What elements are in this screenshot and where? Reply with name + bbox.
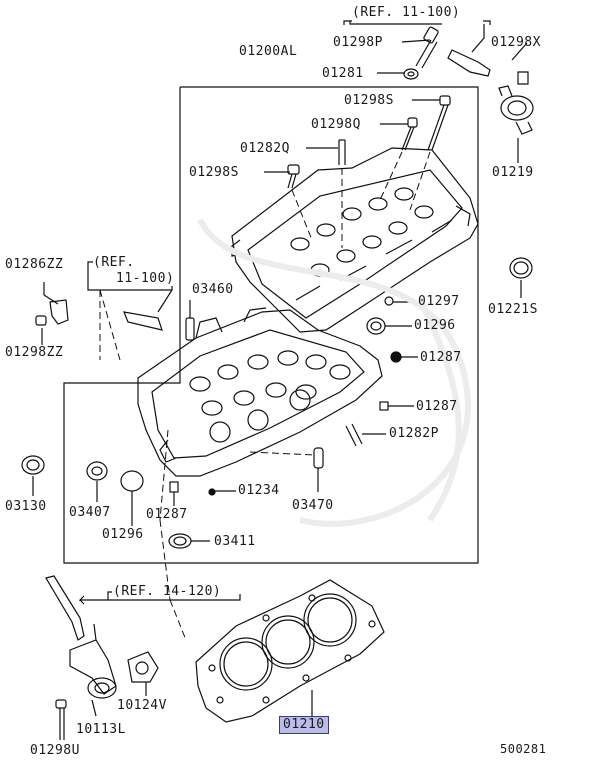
bolt-01298U — [55, 699, 67, 740]
part-label-01200AL[interactable]: 01200AL — [239, 44, 298, 59]
part-label-01298P[interactable]: 01298P — [333, 35, 383, 50]
seal-01221S — [509, 257, 533, 298]
cup-01296-bottom — [120, 470, 144, 526]
plug-01234 — [208, 488, 216, 496]
part-label-01298S-left[interactable]: 01298S — [189, 165, 239, 180]
part-label-10113L[interactable]: 10113L — [76, 722, 126, 737]
bolt-01298S-top — [427, 95, 451, 151]
part-label-03470[interactable]: 03470 — [292, 498, 334, 513]
bolt-01298P — [415, 26, 439, 69]
part-label-01210-highlighted[interactable]: 01210 — [279, 716, 329, 734]
ref-11-100-left-line2[interactable]: 11-100) — [116, 271, 175, 286]
part-label-01287-right[interactable]: 01287 — [420, 350, 462, 365]
gasket-10124V — [127, 651, 159, 696]
cylinder-head-lower — [137, 307, 383, 477]
ref-11-100-left-line1[interactable]: (REF. — [93, 255, 135, 270]
part-label-01281[interactable]: 01281 — [322, 66, 364, 81]
part-label-03407[interactable]: 03407 — [69, 505, 111, 520]
cup-01296-right — [366, 317, 386, 335]
part-label-03460[interactable]: 03460 — [192, 282, 234, 297]
part-label-03130[interactable]: 03130 — [5, 499, 47, 514]
bracket-01219 — [498, 85, 534, 135]
part-label-01297[interactable]: 01297 — [418, 294, 460, 309]
part-label-01296-right[interactable]: 01296 — [414, 318, 456, 333]
bracket-01286ZZ — [43, 282, 69, 325]
part-label-01286ZZ[interactable]: 01286ZZ — [5, 257, 64, 272]
part-label-01287-bottom[interactable]: 01287 — [146, 507, 188, 522]
plug-01287-bottom — [169, 481, 179, 493]
part-label-01219[interactable]: 01219 — [492, 165, 534, 180]
ref-11-100-top[interactable]: (REF. 11-100) — [352, 5, 461, 20]
part-label-01298S-top[interactable]: 01298S — [344, 93, 394, 108]
part-label-01282Q[interactable]: 01282Q — [240, 141, 290, 156]
part-label-01296-bottom[interactable]: 01296 — [102, 527, 144, 542]
part-label-01298Q[interactable]: 01298Q — [311, 117, 361, 132]
part-label-01287-mid[interactable]: 01287 — [416, 399, 458, 414]
plug-01287-mid — [379, 401, 389, 411]
ref-bracket-left — [87, 261, 173, 291]
watermark — [197, 218, 471, 527]
diagram-number: 500281 — [500, 742, 547, 756]
sensor-01298X-area — [447, 49, 491, 77]
seal-03407 — [86, 461, 108, 502]
part-label-01221S[interactable]: 01221S — [488, 302, 538, 317]
ref-arrow-top-right — [471, 24, 485, 53]
part-label-01298X[interactable]: 01298X — [491, 35, 541, 50]
seal-03130 — [21, 455, 45, 496]
part-label-01298U[interactable]: 01298U — [30, 743, 80, 758]
dowel-03470 — [313, 447, 324, 492]
stud-01282P — [345, 423, 386, 447]
washer-01281 — [403, 68, 419, 80]
ref-arrow-top-left — [349, 21, 442, 25]
ref-bracket-bottom — [78, 591, 241, 605]
plug-01297 — [384, 296, 394, 306]
bolt-01298Q — [401, 117, 418, 151]
plug-01287-right — [390, 351, 402, 363]
part-label-10124V[interactable]: 10124V — [117, 698, 167, 713]
part-label-01234[interactable]: 01234 — [238, 483, 280, 498]
head-gasket-01210 — [195, 579, 385, 723]
seal-03411 — [168, 533, 210, 549]
part-label-01298ZZ[interactable]: 01298ZZ — [5, 345, 64, 360]
ref-14-120[interactable]: (REF. 14-120) — [113, 584, 222, 599]
pin-03460 — [185, 300, 195, 341]
frame-box — [63, 86, 479, 564]
water-pipe — [45, 575, 117, 699]
part-label-01282P[interactable]: 01282P — [389, 426, 439, 441]
bolt-01298S-left — [287, 164, 300, 189]
stud-01282Q — [338, 139, 346, 165]
part-label-03411[interactable]: 03411 — [214, 534, 256, 549]
ref-bracket-top — [343, 20, 491, 25]
bolt-01298ZZ — [35, 315, 47, 345]
